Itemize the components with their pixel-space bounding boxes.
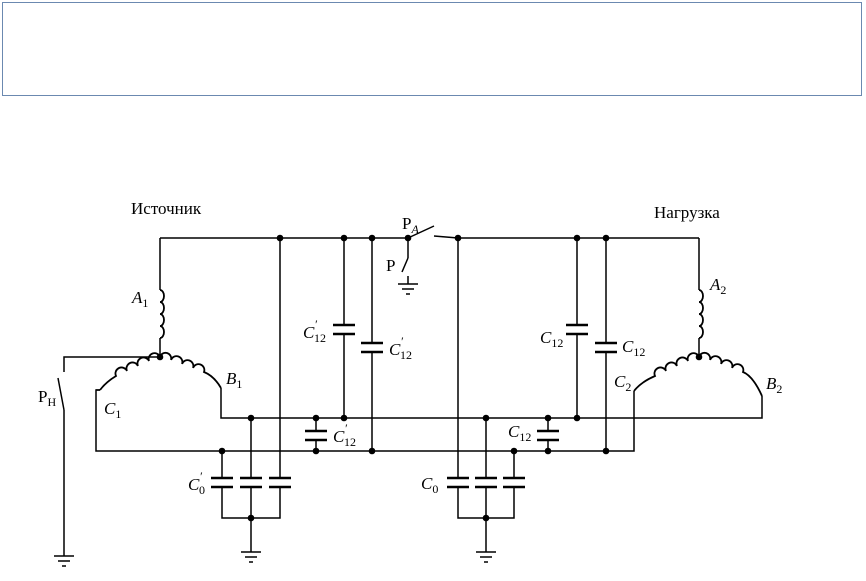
c12-bc-label: C12 [508,422,531,444]
c12-prime-bc-label: C′12 [333,421,356,449]
relay-p-label: P [386,256,395,275]
c12-ab-label: C12 [540,328,563,350]
c12-prime-ab-label: C′12 [303,317,326,345]
c12-ac-label: C12 [622,337,645,359]
capacitors [211,323,617,489]
header-box [2,2,862,96]
junction-dots [156,234,703,522]
wires [63,235,763,556]
b1-label: B1 [226,369,242,391]
c2-label: C2 [614,372,631,394]
coils [99,289,763,397]
source-label: Источник [131,199,202,218]
switches [57,225,435,411]
b2-label: B2 [766,374,782,396]
c0-label: C0 [421,474,438,496]
labels: Источник Нагрузка PA P PH A1 B1 C1 A2 B2… [38,199,782,497]
a1-label: A1 [131,288,148,310]
a2-label: A2 [709,275,726,297]
grounds [54,283,496,567]
relay-pa-label: PA [402,214,419,236]
c0-prime-label: C′0 [188,469,205,497]
c12-prime-ac-label: C′12 [389,334,412,362]
load-label: Нагрузка [654,203,720,222]
relay-ph-label: PH [38,387,56,409]
c1-label: C1 [104,399,121,421]
